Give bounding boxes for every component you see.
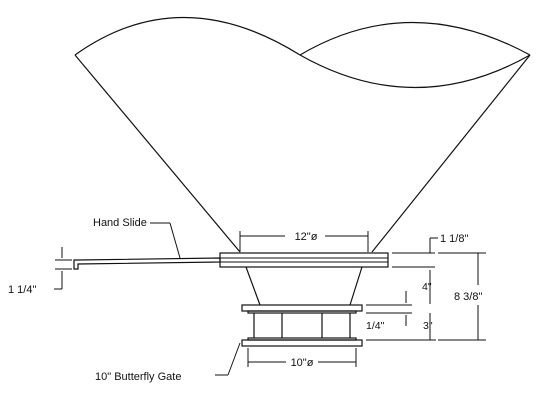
butterfly-gate-label: 10" Butterfly Gate <box>95 371 181 383</box>
butterfly-gate <box>241 304 363 347</box>
hand-slide-label: Hand Slide <box>93 217 147 229</box>
dim-slide-thickness: 1 1/4" <box>8 247 72 296</box>
dim-gasket: 1/4" <box>366 291 412 332</box>
dim-gate-height: 3" <box>366 313 436 341</box>
flange-thickness-label: 1 1/8" <box>440 233 468 245</box>
top-diameter-label: 12"ø <box>295 231 318 243</box>
hand-slide <box>73 222 221 270</box>
hopper-top <box>74 16 531 253</box>
dim-flange-thickness: 1 1/8" <box>392 233 468 268</box>
transition-height-label: 4" <box>422 281 432 293</box>
overall-height-label: 8 3/8" <box>454 291 482 303</box>
dim-transition-height: 4" <box>392 266 432 304</box>
dim-top-diameter: 12"ø <box>239 231 369 252</box>
slide-flange <box>219 252 389 268</box>
butterfly-gate-callout <box>215 342 241 376</box>
slide-thickness-label: 1 1/4" <box>8 284 36 296</box>
bottom-diameter-label: 10"ø <box>291 357 314 369</box>
dim-bottom-diameter: 10"ø <box>247 348 357 369</box>
dim-overall-height: 8 3/8" <box>438 252 486 341</box>
gate-height-label: 3" <box>423 320 433 332</box>
transition <box>245 266 363 306</box>
gasket-label: 1/4" <box>366 320 385 332</box>
